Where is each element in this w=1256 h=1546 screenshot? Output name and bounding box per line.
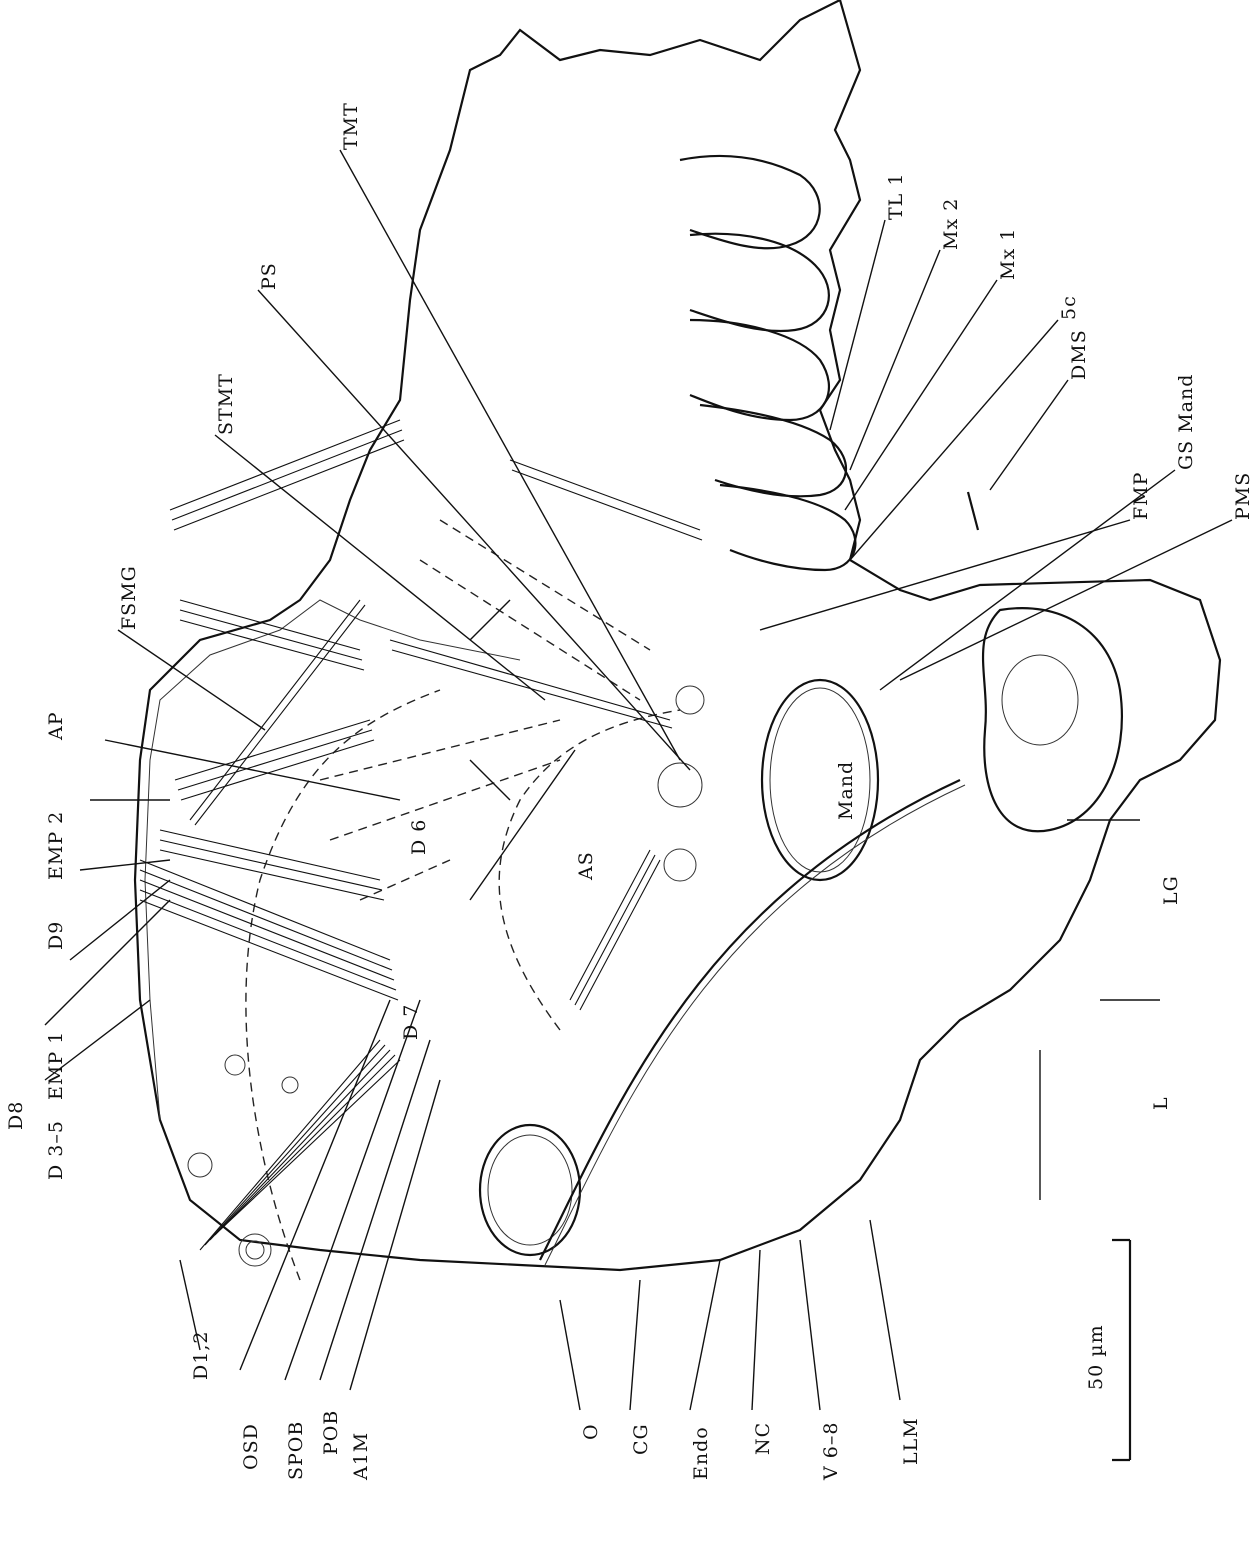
label-d12: D1,2: [190, 1331, 212, 1380]
label-fsmg: FSMG: [118, 565, 140, 630]
label-a1m: A1M: [350, 1432, 372, 1480]
muscle-stmt: [390, 640, 672, 728]
muscle-d12: [200, 1040, 400, 1250]
inner-lining: [145, 600, 520, 1120]
label-o: O: [580, 1423, 602, 1440]
nucleus: [664, 849, 696, 881]
label-dms: DMS: [1068, 329, 1090, 380]
label-stmt: STMT: [215, 373, 237, 435]
label-as: AS: [575, 851, 597, 880]
muscle-as: [510, 460, 702, 540]
leader-lines: [45, 150, 1232, 1410]
nucleus: [188, 1153, 212, 1177]
muscle-d7: [160, 830, 384, 900]
label-ap: AP: [45, 711, 67, 740]
label-d6: D 6: [408, 819, 430, 855]
label-5c: 5c: [1058, 295, 1080, 320]
label-v68: V 6–8: [820, 1422, 842, 1480]
muscle-emp2: [170, 420, 404, 530]
muscle-emp1: [190, 600, 365, 825]
label-pob: POB: [320, 1410, 342, 1455]
dashed-outline-5: [320, 720, 560, 780]
label-spob: SPOB: [285, 1421, 307, 1480]
nucleus: [239, 1234, 271, 1266]
muscle-d9: [180, 600, 364, 670]
muscle-d35: [140, 860, 398, 1000]
lg-gland: [983, 608, 1122, 831]
label-d9: D9: [45, 921, 67, 950]
body-outline: [135, 0, 1220, 1270]
optic-organ-inner: [488, 1135, 572, 1245]
mandible: [762, 680, 878, 880]
label-lg: LG: [1160, 875, 1182, 905]
nucleus: [282, 1077, 298, 1093]
label-fmp: FMP: [1130, 472, 1152, 520]
label-d8: D8: [5, 1101, 27, 1130]
label-gs-mand: GS Mand: [1175, 374, 1197, 470]
label-osd: OSD: [240, 1423, 262, 1470]
label-nc: NC: [752, 1422, 774, 1455]
label-tl1: TL 1: [885, 173, 907, 220]
lg-inner: [1002, 655, 1078, 745]
scale-bar: [1112, 1240, 1130, 1460]
tentacle-lobe-5: [720, 485, 855, 570]
label-cg: CG: [630, 1423, 652, 1455]
dms-rod: [968, 492, 978, 530]
nucleus: [225, 1055, 245, 1075]
label-pms: PMS: [1232, 472, 1254, 520]
tentacle-lobe-3: [690, 320, 829, 420]
muscle-llm: [540, 780, 965, 1265]
label-ps: PS: [258, 262, 280, 290]
label-d35: D 3–5: [45, 1120, 67, 1180]
nucleus: [658, 763, 702, 807]
dashed-outline-7: [360, 860, 450, 900]
label-mx2: Mx 2: [940, 198, 962, 250]
optic-organ: [480, 1125, 580, 1255]
dashed-outline-6: [330, 760, 560, 840]
nucleus: [676, 686, 704, 714]
label-tmt: TMT: [340, 102, 362, 150]
label-d7: D 7: [400, 1004, 422, 1040]
label-endo: Endo: [690, 1426, 712, 1480]
label-emp2: EMP 2: [45, 811, 67, 880]
dashed-outline-4: [440, 520, 650, 650]
label-mand: Mand: [835, 761, 857, 820]
label-llm: LLM: [900, 1417, 922, 1465]
nucleus-inner: [246, 1241, 264, 1259]
dashed-outline-1: [246, 690, 440, 1280]
label-emp1: EMP 1: [45, 1031, 67, 1100]
label-mx1: Mx 1: [997, 228, 1019, 280]
scale-bar-label: 50 µm: [1085, 1324, 1107, 1390]
label-l: L: [1150, 1096, 1172, 1110]
